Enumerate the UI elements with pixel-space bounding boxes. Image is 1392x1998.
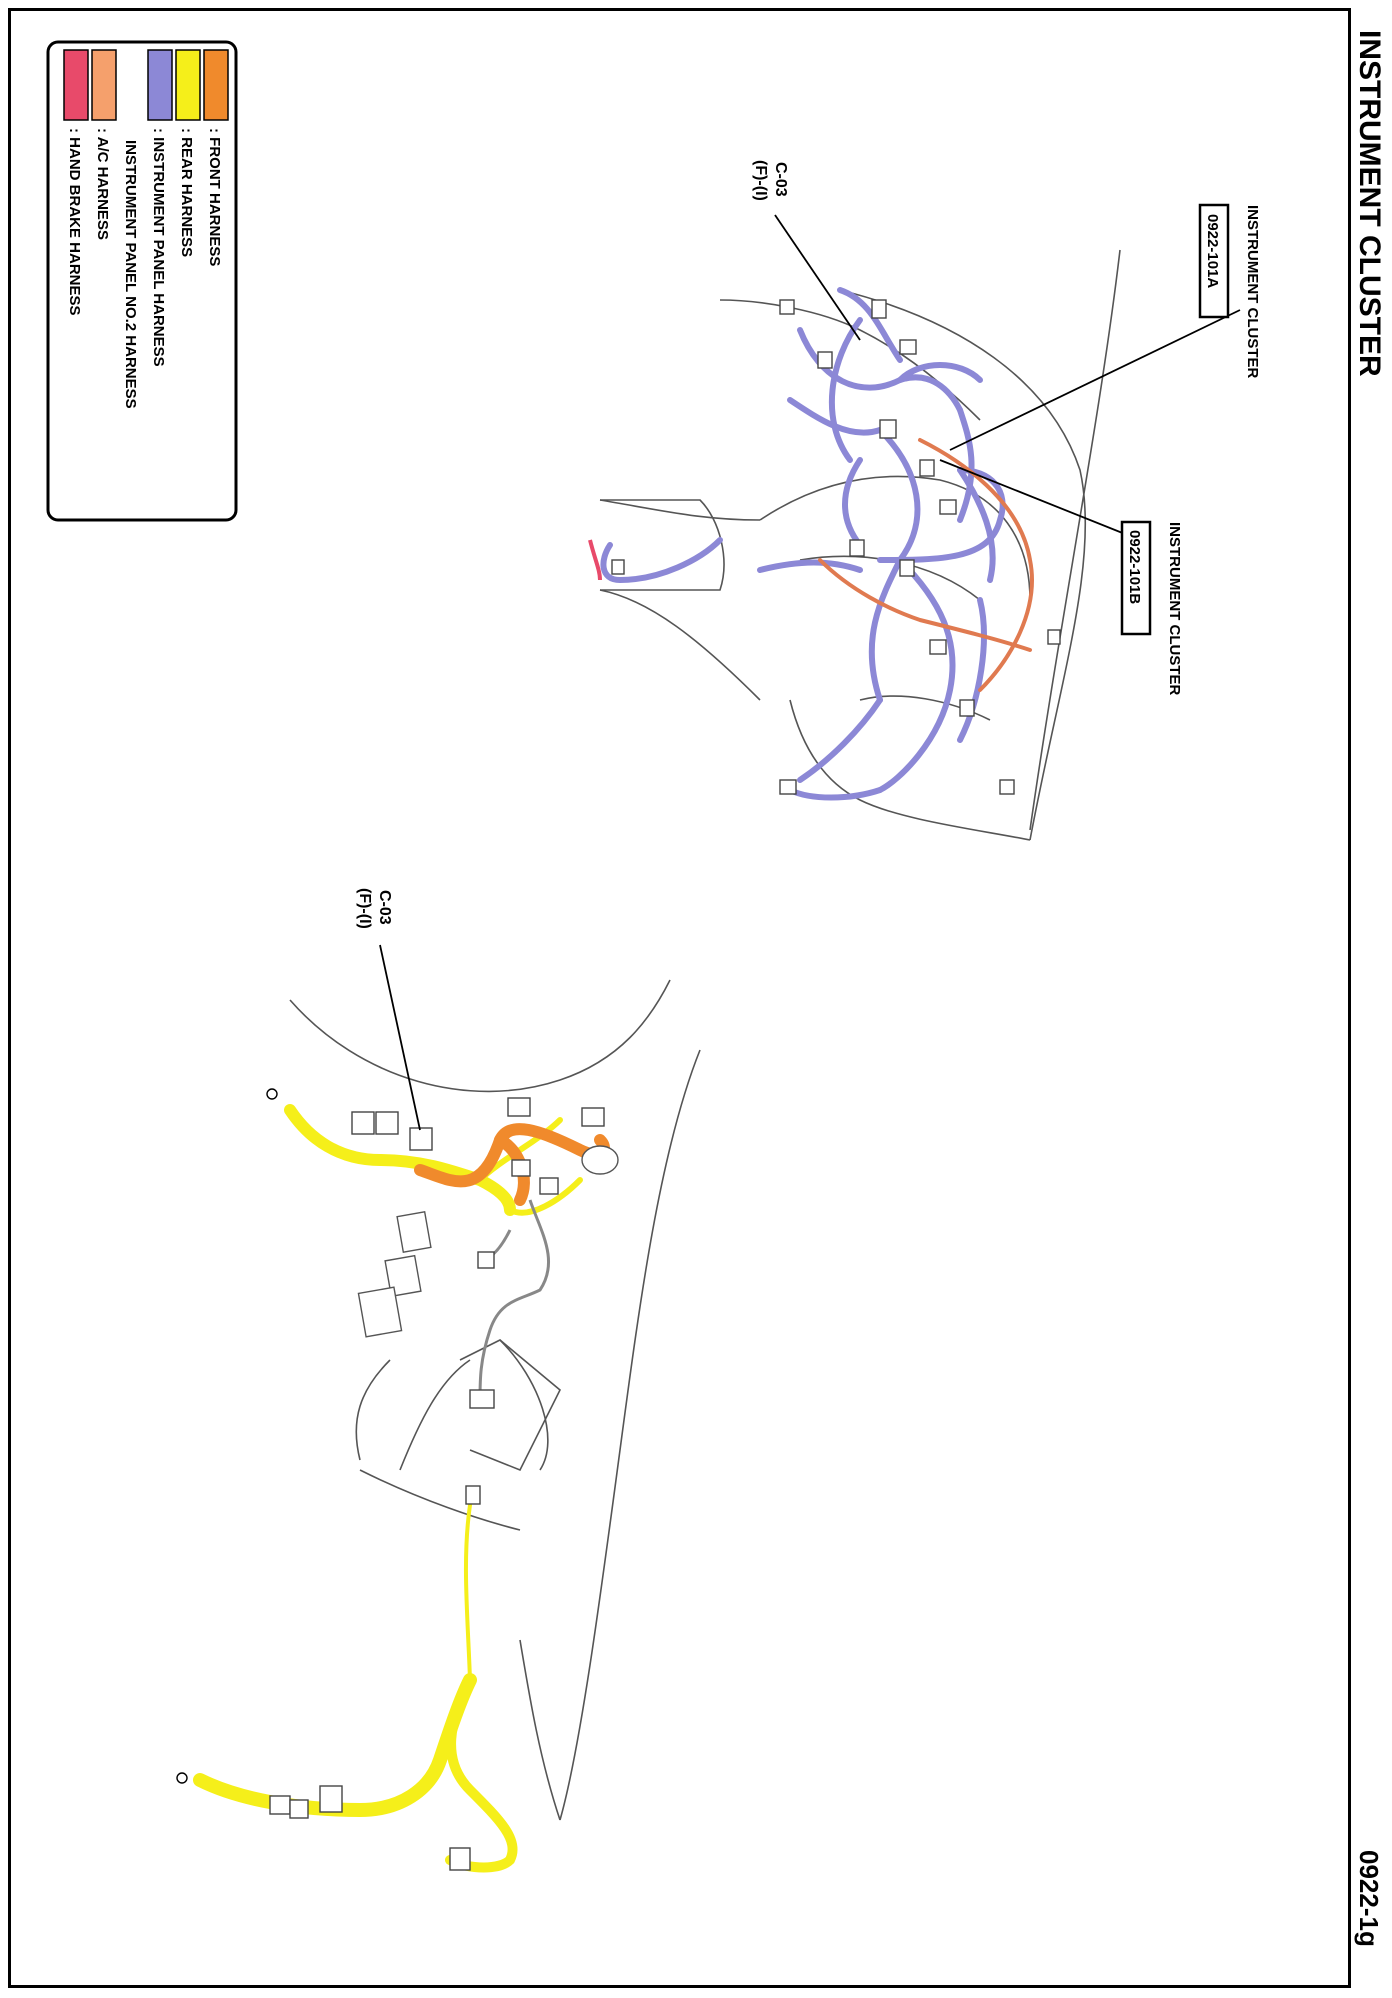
ground-icon: [176, 1772, 188, 1784]
pedal-boxes: [357, 1211, 432, 1338]
legend-swatch-front: [203, 49, 229, 121]
callout-c03-top: C-03 (F)-(I): [752, 160, 789, 201]
ip-no2-harness: [478, 1199, 550, 1401]
c03-top-id: C-03: [772, 162, 789, 197]
connectors-bottom: [269, 1097, 605, 1871]
legend-label-rear: : REAR HARNESS: [178, 128, 195, 257]
legend-label-front: : FRONT HARNESS: [206, 128, 223, 266]
hand-brake-harness: [588, 539, 602, 581]
legend-swatch-rear: [175, 49, 201, 121]
legend-label-handbrake: : HAND BRAKE HARNESS: [66, 128, 83, 316]
page-title: INSTRUMENT CLUSTER: [1353, 30, 1386, 377]
console-outline: [289, 979, 701, 1821]
callout-c03-bottom: C-03 (F)-(I): [356, 888, 393, 929]
c03-bottom-loc: (F)-(I): [356, 888, 373, 929]
page-number: 0922-1g: [1354, 1850, 1384, 1947]
connectors-top: [611, 299, 1061, 795]
cluster-b-label: INSTRUMENT CLUSTER: [1166, 522, 1183, 695]
ac-harness-top: [818, 438, 1034, 692]
callout-leader-bottom: [379, 944, 421, 1131]
cluster-b-code: 0922-101B: [1126, 530, 1143, 604]
c03-bottom-id: C-03: [376, 890, 393, 925]
legend: : FRONT HARNESS : REAR HARNESS : INSTRUM…: [46, 40, 238, 522]
rear-harness: [193, 1104, 583, 1873]
legend-swatch-ip: [147, 49, 173, 121]
cluster-a-label: INSTRUMENT CLUSTER: [1244, 205, 1261, 378]
legend-swatch-ac: [91, 49, 117, 121]
ground-symbols: [176, 1088, 278, 1784]
legend-label-ip2: INSTRUMENT PANEL NO.2 HARNESS: [122, 140, 139, 409]
c03-top-loc: (F)-(I): [752, 160, 769, 201]
legend-swatch-handbrake: [63, 49, 89, 121]
ground-icon: [266, 1088, 278, 1100]
instrument-panel-outline: [599, 249, 1121, 841]
grommet: [581, 1145, 619, 1175]
cluster-a-code: 0922-101A: [1204, 214, 1221, 288]
callout-leaders-top: [774, 214, 1241, 541]
callout-cluster-a: INSTRUMENT CLUSTER 0922-101A: [1198, 203, 1261, 378]
legend-label-ip: : INSTRUMENT PANEL HARNESS: [150, 128, 167, 367]
callout-cluster-b: INSTRUMENT CLUSTER 0922-101B: [1120, 520, 1183, 695]
legend-label-ac: : A/C HARNESS: [94, 128, 111, 240]
instrument-panel-harness: [600, 287, 1006, 801]
